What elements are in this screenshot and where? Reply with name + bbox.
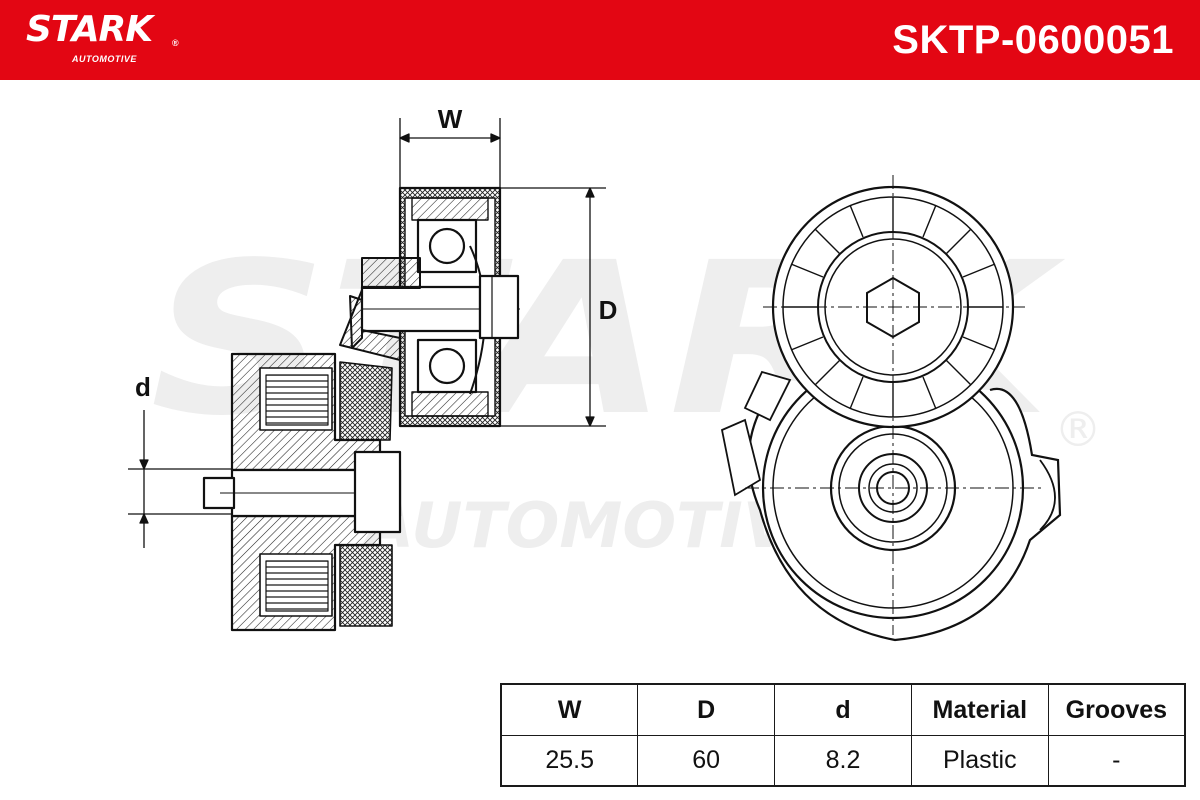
dim-label-w: W [438,104,463,134]
dim-label-D: D [599,295,618,325]
spec-header-w: W [500,683,639,736]
section-view: W D d [128,104,618,632]
watermark-mark: ® [1054,402,1102,458]
brand-subtitle: AUTOMOTIVE [72,54,137,64]
dim-label-d: d [135,372,151,402]
spec-value-d-outer: 60 [637,735,776,787]
dimension-d-outer [500,187,606,427]
spec-header-d-outer: D [637,683,776,736]
spec-header-row: W D d Material Grooves [500,683,1186,736]
spec-header-d-inner: d [774,683,912,736]
technical-drawing: W D d [128,104,1062,642]
spec-header-grooves: Grooves [1047,683,1186,736]
spec-value-d-inner: 8.2 [774,735,912,787]
spec-value-material: Plastic [910,735,1049,787]
spec-header-material: Material [910,683,1049,736]
dimension-d-inner [128,410,232,548]
spec-value-row: 25.5 60 8.2 Plastic - [500,735,1186,787]
spec-value-grooves: - [1047,735,1186,787]
part-number: SKTP-0600051 [892,18,1174,62]
front-view [720,175,1062,642]
brand-registered-mark: ® [172,38,179,48]
spec-value-w: 25.5 [500,735,639,787]
dimension-w [399,118,501,190]
spec-table: W D d Material Grooves 25.5 60 8.2 Plast… [500,683,1186,787]
brand-logo: STARK [26,9,153,50]
header-bar: STARK ® AUTOMOTIVE SKTP-0600051 [0,0,1200,80]
